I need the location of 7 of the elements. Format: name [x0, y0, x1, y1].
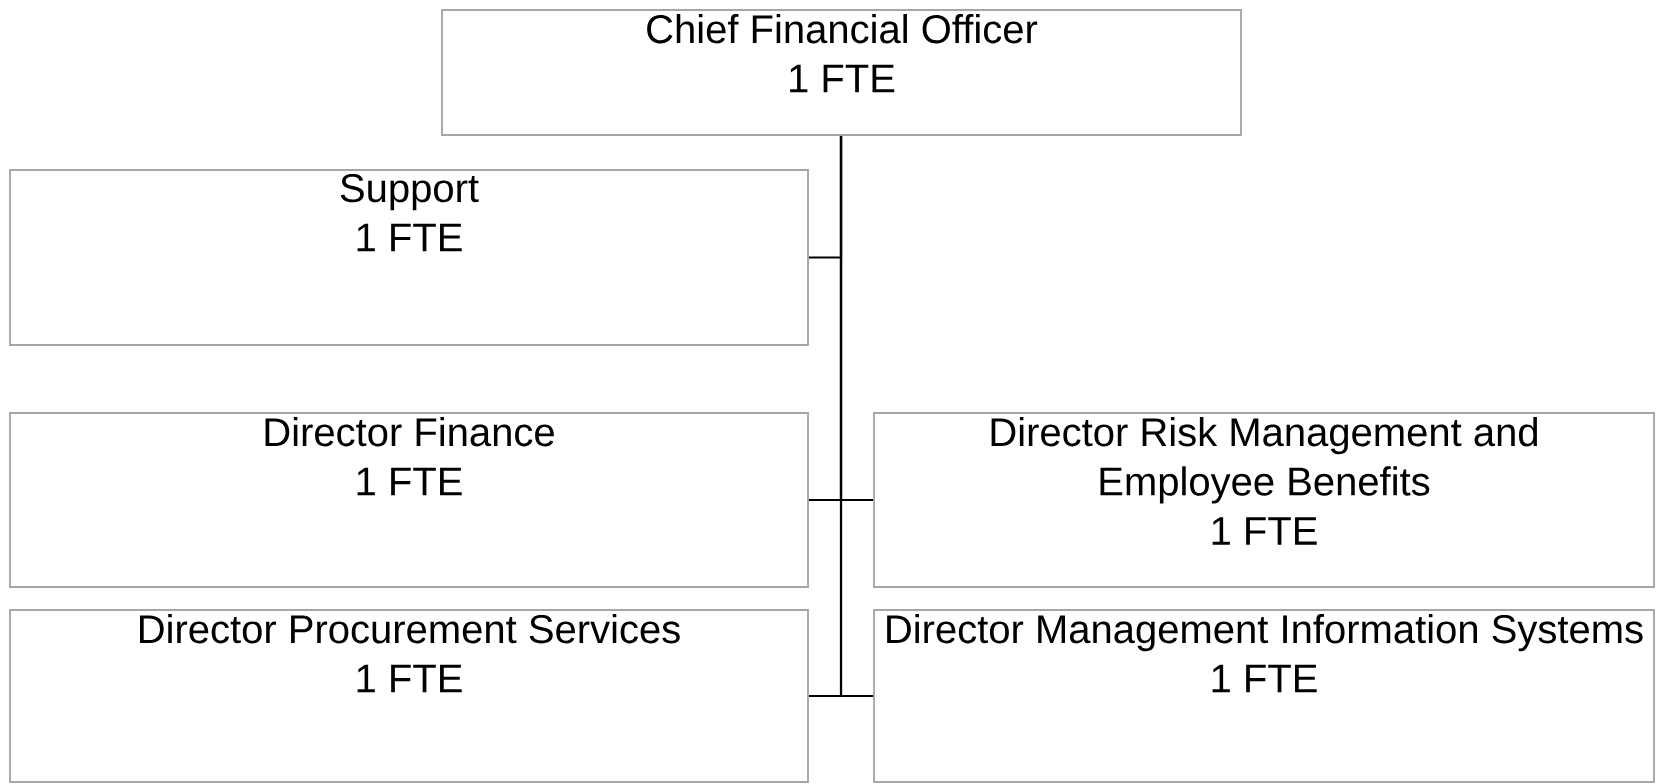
position-box: Director Finance 1 FTE — [9, 412, 809, 588]
position-box: Director Risk Management and Employee Benefits 1 FTE — [873, 412, 1655, 588]
position-box: Support 1 FTE — [9, 169, 809, 346]
position-box: Director Management Information Systems 1 FTE — [873, 609, 1655, 783]
position-box: Director Procurement Services 1 FTE — [9, 609, 809, 783]
position-box: Chief Financial Officer 1 FTE — [441, 9, 1242, 136]
connector-line — [839, 135, 874, 698]
